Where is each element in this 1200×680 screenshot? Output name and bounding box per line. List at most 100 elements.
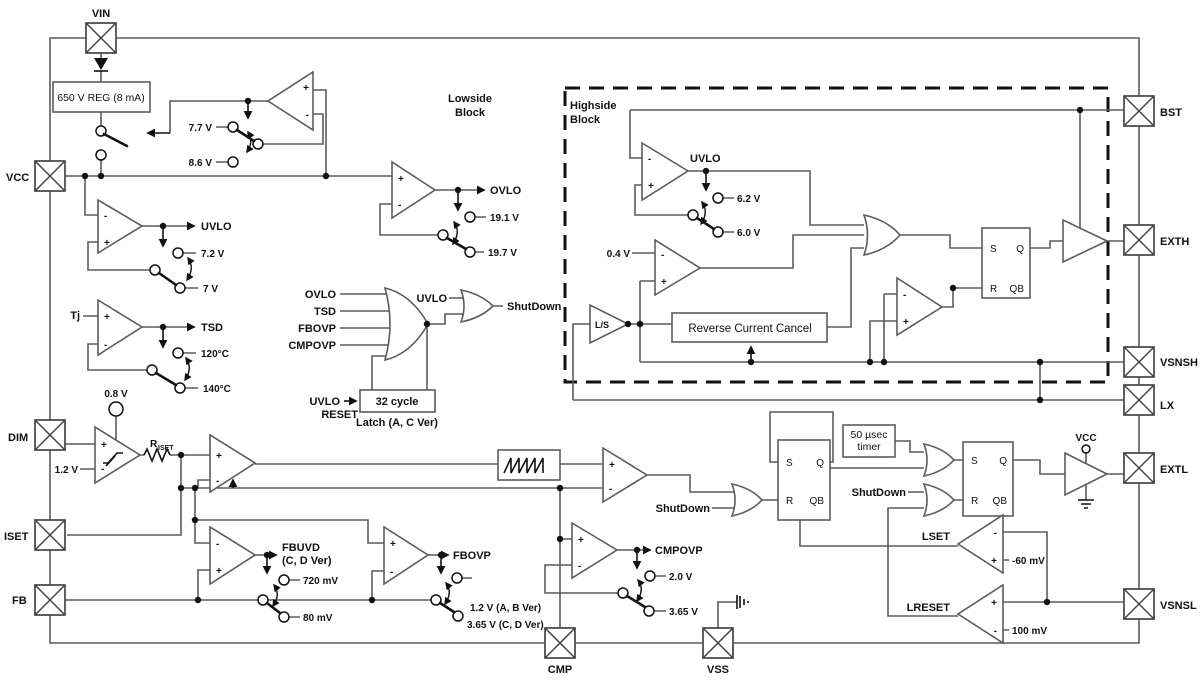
pin-label-fb: FB — [12, 595, 27, 607]
pin-vss — [702, 627, 734, 659]
threshold-80mv: 80 mV — [303, 613, 333, 624]
level-shift-label: L/S — [595, 320, 609, 330]
comparator-lset — [956, 513, 1004, 575]
pin-label-vcc: VCC — [6, 172, 29, 184]
cycle32-label: 32 cycle — [376, 396, 419, 408]
or-gate-extl-reset — [922, 482, 956, 518]
extl-driver-buffer — [1064, 451, 1109, 497]
signal-shutdown-extl: ShutDown — [852, 487, 907, 499]
highside-block-label-2: Block — [570, 114, 601, 126]
signal-lset: LSET — [922, 531, 950, 543]
wire-reg-chain — [65, 53, 392, 177]
switch-contact — [451, 572, 463, 584]
threshold-100mv: 100 mV — [1012, 626, 1047, 637]
switch-contact — [174, 382, 186, 394]
pin-fb — [34, 584, 66, 616]
latch-qb: QB — [810, 496, 825, 507]
latch-ver-label: Latch (A, C Ver) — [356, 417, 438, 429]
latch-r: R — [971, 496, 978, 507]
pin-label-exth: EXTH — [1160, 236, 1189, 248]
switch-arm — [235, 128, 256, 143]
switch-pivot — [149, 264, 161, 276]
minus-sign: - — [903, 290, 906, 301]
pin-label-extl: EXTL — [1160, 464, 1188, 476]
minus-sign: - — [398, 200, 401, 211]
pin-label-dim: DIM — [8, 432, 28, 444]
pin-exth — [1123, 224, 1155, 256]
selector-arrow-icon — [246, 130, 255, 154]
selector-arrow-icon — [452, 220, 461, 246]
signal-lreset: LRESET — [907, 602, 951, 614]
or-gate-highside-set — [862, 213, 902, 257]
pin-extl — [1123, 452, 1155, 484]
plus-sign: + — [991, 598, 997, 609]
error-amp — [209, 433, 257, 494]
cycle32-latch-box — [359, 389, 436, 413]
wire-or4-inputs — [340, 293, 391, 346]
switch-contact — [464, 211, 476, 223]
wire-outer-rails — [49, 37, 1140, 644]
sr-latch-extl — [962, 441, 1014, 517]
switch-pivot — [437, 229, 449, 241]
threshold-720mv: 720 mV — [303, 576, 338, 587]
level-shift-buffer — [589, 303, 630, 345]
pin-vsnsl — [1123, 588, 1155, 620]
threshold-7-2v: 7.2 V — [201, 249, 225, 260]
wire-dim-core — [65, 416, 618, 628]
or-input-cmpovp: CMPOVP — [288, 340, 336, 352]
wire-vsnsl-node — [1003, 531, 1124, 603]
switch-contact — [174, 282, 186, 294]
switch-contact — [452, 610, 464, 622]
selector-arrow-icon — [184, 356, 193, 382]
latch-q: Q — [999, 456, 1007, 467]
or-input-tsd: TSD — [314, 306, 336, 318]
or-gate-extl-set — [922, 442, 956, 478]
comparator-ovlo — [391, 160, 437, 220]
signal-cmpovp: CMPOVP — [655, 545, 703, 557]
switch-arm — [438, 601, 456, 614]
signal-uvlo-highside: UVLO — [690, 153, 721, 165]
source-0v8-icon — [108, 401, 124, 417]
pin-label-vsnsl: VSNSL — [1160, 600, 1197, 612]
threshold-3-65v-cd: 3.65 V (C, D Ver) — [467, 620, 544, 631]
selector-arrow-icon — [186, 256, 195, 282]
plus-sign: + — [390, 539, 396, 550]
threshold-2-0v: 2.0 V — [669, 572, 693, 583]
pin-label-bst: BST — [1160, 107, 1182, 119]
switch-contact — [172, 347, 184, 359]
reverse-current-cancel-box — [671, 312, 828, 343]
or-gate-fault — [383, 286, 429, 362]
pin-lx — [1123, 384, 1155, 416]
reg-label: 650 V REG (8 mA) — [57, 92, 145, 104]
switch-arm — [102, 132, 129, 148]
comparator-highside — [896, 276, 944, 337]
latch-s: S — [990, 244, 997, 255]
threshold-6-0v: 6.0 V — [737, 228, 761, 239]
threshold-19-7v: 19.7 V — [488, 248, 517, 259]
switch-contact — [464, 246, 476, 258]
switch-arm — [625, 594, 647, 609]
selector-arrow-icon — [272, 583, 281, 608]
switch-arm — [445, 236, 468, 251]
latch-s: S — [971, 456, 978, 467]
comparator-fbovp — [383, 525, 430, 586]
plus-sign: + — [216, 566, 222, 577]
minus-sign: - — [101, 464, 104, 475]
plus-sign: + — [303, 83, 309, 94]
selector-arrow-icon — [444, 581, 453, 606]
timer-label-2: timer — [857, 441, 881, 453]
pin-label-vin: VIN — [92, 8, 110, 20]
timer-box — [842, 424, 896, 458]
or-input-uvlo: UVLO — [416, 293, 447, 305]
timer-label-1: 50 µsec — [851, 429, 888, 441]
minus-sign: - — [661, 250, 664, 261]
threshold-7-7v: 7.7 V — [189, 123, 213, 134]
minus-sign: - — [994, 528, 997, 539]
selector-arrow-icon — [636, 578, 645, 603]
plus-sign: + — [104, 238, 110, 249]
pin-vcc — [34, 160, 66, 192]
pin-label-vss: VSS — [707, 664, 729, 676]
or-input-fbovp: FBOVP — [298, 323, 336, 335]
switch-contact — [278, 574, 290, 586]
signal-fbuvd: FBUVD — [282, 542, 320, 554]
